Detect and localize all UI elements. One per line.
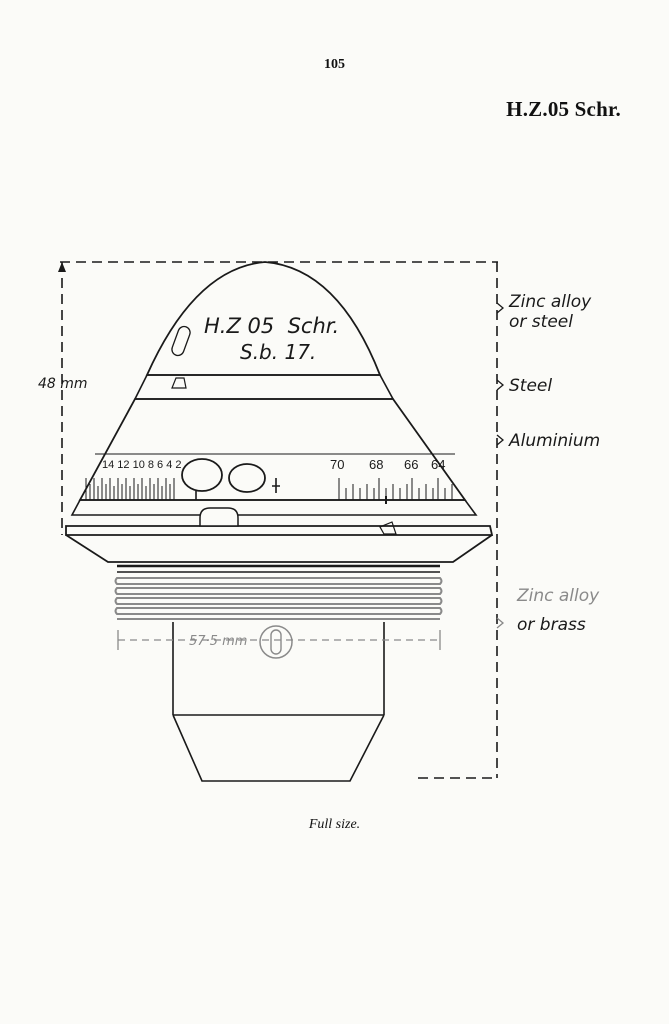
scale-label-64: 64 xyxy=(431,457,445,472)
label-aluminium: Aluminium xyxy=(508,431,600,451)
label-lower-line2: or brass xyxy=(517,615,586,635)
label-upper-line2: or steel xyxy=(509,312,573,332)
lower-body xyxy=(172,622,385,782)
setting-hole-right xyxy=(228,463,266,493)
page-title: H.Z.05 Schr. xyxy=(506,97,621,121)
fuze-body-rim xyxy=(65,525,494,536)
index-mark-icon xyxy=(272,478,280,493)
body-chamfer xyxy=(65,534,493,563)
scale-label-70: 70 xyxy=(330,457,344,472)
height-label: 48 mm xyxy=(38,376,88,392)
width-dimension xyxy=(117,630,441,650)
key-slot-icon xyxy=(259,625,293,659)
time-scale-right xyxy=(338,478,453,500)
time-scale-left xyxy=(85,478,175,500)
scale-left-label: 14 12 10 8 6 4 2 xyxy=(102,459,182,471)
band-notch-icon xyxy=(171,377,187,389)
figure-caption: Full size. xyxy=(308,817,361,832)
fuze-nose-cap xyxy=(145,261,382,376)
page-number: 105 xyxy=(324,57,345,72)
label-lower-line1: Zinc alloy xyxy=(516,586,600,606)
cap-window xyxy=(171,325,191,357)
label-upper-line1: Zinc alloy xyxy=(508,292,592,312)
threaded-shank xyxy=(114,564,443,620)
marking-line-2: S.b. 17. xyxy=(240,340,316,364)
steel-band xyxy=(133,374,395,400)
scale-label-66: 66 xyxy=(404,457,418,472)
scale-label-68: 68 xyxy=(369,457,383,472)
material-brackets xyxy=(496,302,505,629)
setting-hole-left xyxy=(181,458,223,492)
lower-time-ring xyxy=(70,499,478,516)
width-label: 57·5 mm xyxy=(189,634,247,649)
safety-slide-icon xyxy=(199,507,239,527)
height-arrow-icon xyxy=(58,262,66,272)
label-steel: Steel xyxy=(509,376,552,396)
dimension-frame xyxy=(60,261,498,779)
rim-notch-icon xyxy=(379,521,397,535)
marking-line-1: H.Z 05 Schr. xyxy=(204,314,339,338)
